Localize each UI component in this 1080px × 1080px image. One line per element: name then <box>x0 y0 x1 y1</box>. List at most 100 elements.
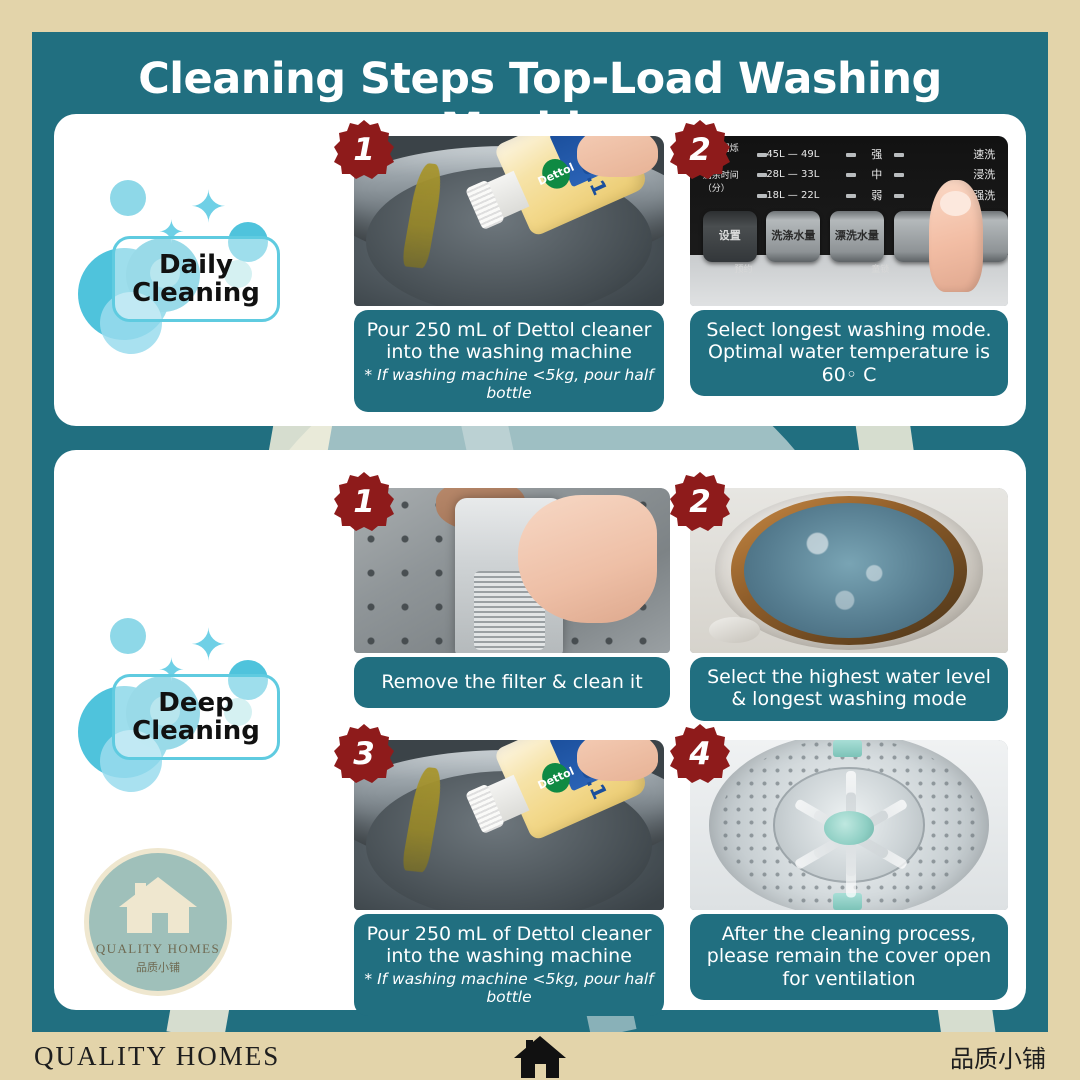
caption-line-2: & longest washing mode <box>731 688 967 711</box>
step-caption: Remove the filter & clean it <box>354 657 670 709</box>
caption-line-1: Select longest washing mode. <box>706 319 992 341</box>
caption-line-2: Optimal water temperature is 60◦ C <box>707 341 991 386</box>
brand-logo-stamp: QUALITY HOMES 品质小铺 <box>84 848 232 996</box>
step-caption: Select the highest water level & longest… <box>690 657 1008 721</box>
step-number: 1 <box>353 132 375 168</box>
step-card-deep-2[interactable]: 2 Select the highest water level & longe… <box>670 472 1008 721</box>
bubble-icon <box>150 696 180 726</box>
rinse-water-button[interactable]: 漂洗水量 <box>829 210 884 262</box>
indicator-led <box>845 193 856 198</box>
step-number: 2 <box>689 484 711 520</box>
category-label-line2: Cleaning <box>132 716 260 746</box>
caption-line-2: please remain the cover open <box>706 945 992 968</box>
step-number-badge: 4 <box>668 722 732 786</box>
category-label-deep: Deep Cleaning <box>112 674 280 760</box>
sparkle-icon: ✦ <box>190 183 227 232</box>
bubble-icon <box>228 222 268 262</box>
drum-clip-icon <box>833 740 862 757</box>
section-panel-daily: ✦ ✦ Daily Cleaning 1 <box>54 114 1026 426</box>
mode-group: 速洗 浸洗 强洗 <box>973 145 995 208</box>
strength-1: 强 <box>871 147 883 161</box>
indicator-led <box>845 153 856 157</box>
foamy-water-photo <box>690 488 1008 653</box>
house-icon <box>512 1034 568 1080</box>
footer-brand-name-cn: 品质小铺 <box>950 1044 1046 1073</box>
step-card-deep-3[interactable]: 3 Dettol 5.1 <box>334 724 664 1017</box>
category-label-daily: Daily Cleaning <box>112 236 280 322</box>
step-caption: Pour 250 mL of Dettol cleaner into the w… <box>354 914 664 1017</box>
step-card-daily-2[interactable]: 2 预约闪烁 （时） 剩余时间 （分） 45L — 49L 28L <box>670 120 1008 397</box>
caption-note: * If washing machine <5kg, pour half bot… <box>364 969 654 1007</box>
step-number-badge: 1 <box>332 118 396 182</box>
dettol-logo: Dettol <box>535 759 576 798</box>
step-card-deep-1[interactable]: 1 Remove the filter & clean it <box>334 472 670 709</box>
step-number-badge: 2 <box>668 470 732 534</box>
step-card-deep-4[interactable]: 4 <box>670 724 1008 1001</box>
category-label-line1: Deep <box>158 687 234 718</box>
water-level-3: 18L — 22L <box>766 189 820 201</box>
main-card: QUALITY HOMES Cleaning Steps Top-Load Wa… <box>32 32 1048 1032</box>
caption-line-1: After the cleaning process, <box>721 923 977 945</box>
bubble-icon <box>224 698 252 726</box>
category-label-line1: Daily <box>159 249 233 280</box>
reservation-sublabel: 预约 <box>734 265 753 276</box>
water-level-1: 45L — 49L <box>766 148 820 160</box>
house-icon <box>115 873 201 940</box>
sparkle-icon: ✦ <box>190 621 227 670</box>
dettol-logo: Dettol <box>535 155 576 194</box>
fingernail-icon <box>940 191 971 217</box>
caption-line-1: Select the highest water level <box>707 666 991 688</box>
footer-brand-name: QUALITY HOMES <box>34 1040 281 1071</box>
clean-drum-photo <box>690 740 1008 910</box>
water-level-group: 45L — 49L 28L — 33L 18L — 22L <box>766 145 819 207</box>
bubble-icon <box>110 180 146 216</box>
bubble-icon <box>228 660 268 700</box>
bubble-icon <box>110 618 146 654</box>
step-card-daily-1[interactable]: 1 Dettol 5.1 <box>334 120 664 413</box>
indicator-led <box>893 173 904 178</box>
bubble-icon <box>100 292 162 354</box>
step-number-badge: 3 <box>332 722 396 786</box>
step-caption: Pour 250 mL of Dettol cleaner into the w… <box>354 310 664 413</box>
caption-line-3: for ventilation <box>782 967 916 990</box>
bubble-icon <box>100 730 162 792</box>
timer-label-2b: （分） <box>702 184 730 195</box>
hand-illustration <box>577 740 658 781</box>
indicator-led <box>845 173 856 178</box>
childlock-sublabel: 童锁 <box>871 265 890 276</box>
indicator-led <box>756 173 767 178</box>
sparkle-icon: ✦ <box>158 214 185 250</box>
caption-line-1: Remove the filter & clean it <box>381 671 643 693</box>
bubble-icon <box>150 258 180 288</box>
dettol-pour-photo: Dettol 5.1 <box>354 136 664 306</box>
logo-brand-name-cn: 品质小铺 <box>136 961 180 974</box>
dettol-pour-photo: Dettol 5.1 <box>354 740 664 910</box>
step-number: 2 <box>689 132 711 168</box>
sparkle-icon: ✦ <box>158 652 185 688</box>
step-caption: Select longest washing mode. Optimal wat… <box>690 310 1008 397</box>
category-badge-deep: ✦ ✦ Deep Cleaning <box>72 590 322 820</box>
strength-group: 强 中 弱 <box>871 145 882 208</box>
setting-button[interactable]: 设置 <box>702 210 757 262</box>
hand-illustration <box>577 136 658 177</box>
step-number-badge: 1 <box>332 470 396 534</box>
category-label-line2: Cleaning <box>132 278 260 308</box>
caption-note: * If washing machine <5kg, pour half bot… <box>364 365 654 403</box>
caption-line-2: into the washing machine <box>386 341 632 364</box>
indicator-led <box>756 153 767 157</box>
step-number: 1 <box>353 484 375 520</box>
pulsator-hub-icon <box>823 811 875 846</box>
category-badge-daily: ✦ ✦ Daily Cleaning <box>72 152 322 382</box>
agitating-water-illustration <box>744 502 954 639</box>
caption-line-1: Pour 250 mL of Dettol cleaner <box>366 319 652 341</box>
wash-water-button[interactable]: 洗涤水量 <box>766 210 821 262</box>
step-caption: After the cleaning process, please remai… <box>690 914 1008 1001</box>
indicator-led <box>756 193 767 198</box>
mode-3: 强洗 <box>973 189 996 203</box>
indicator-led <box>893 153 904 157</box>
finger-illustration <box>928 180 983 293</box>
indicator-led <box>893 193 904 198</box>
mode-1: 速洗 <box>973 147 996 161</box>
mode-2: 浸洗 <box>973 168 996 182</box>
